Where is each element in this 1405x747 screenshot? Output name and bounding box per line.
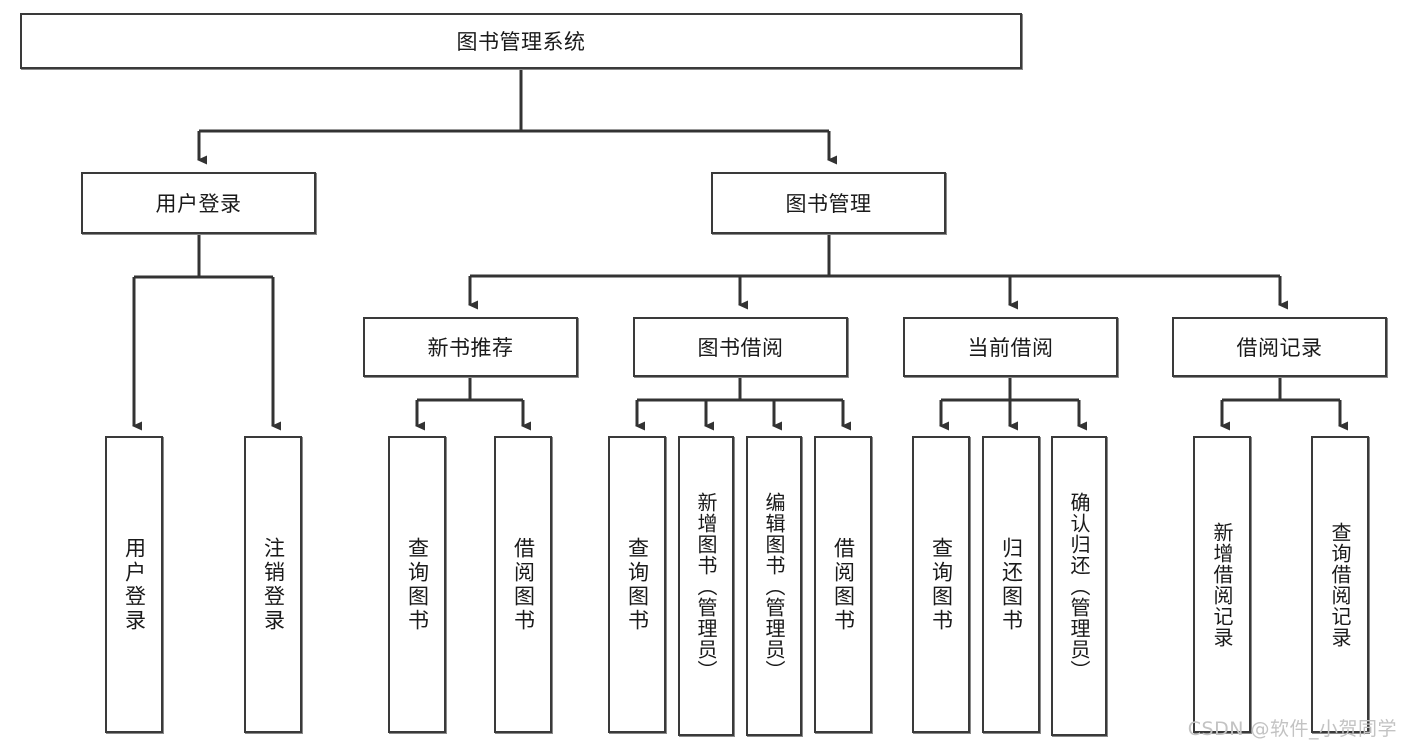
node-label: 新书推荐 bbox=[427, 336, 514, 360]
node-user-login[interactable]: 用户登录 bbox=[81, 172, 316, 234]
node-label: 归还图书 bbox=[999, 536, 1024, 633]
leaf-borrow-borrow-book[interactable]: 借阅图书 bbox=[814, 436, 872, 733]
watermark-text: CSDN @软件_小贺同学 bbox=[1187, 718, 1397, 740]
node-book-management[interactable]: 图书管理 bbox=[711, 172, 946, 234]
node-label: 图书管理系统 bbox=[456, 30, 586, 54]
node-label: 新增图书（管理员） bbox=[694, 491, 718, 681]
leaf-borrow-add-book-admin[interactable]: 新增图书（管理员） bbox=[678, 436, 734, 736]
leaf-current-query-book[interactable]: 查询图书 bbox=[912, 436, 970, 733]
node-label: 当前借阅 bbox=[967, 336, 1054, 360]
leaf-current-return-book[interactable]: 归还图书 bbox=[982, 436, 1040, 733]
node-label: 查询图书 bbox=[929, 536, 954, 633]
node-label: 新增借阅记录 bbox=[1210, 521, 1234, 648]
node-label: 注销登录 bbox=[261, 536, 286, 633]
leaf-borrow-edit-book-admin[interactable]: 编辑图书（管理员） bbox=[746, 436, 802, 736]
node-label: 图书借阅 bbox=[697, 336, 784, 360]
node-label: 图书管理 bbox=[785, 192, 872, 216]
node-label: 查询图书 bbox=[625, 536, 650, 633]
node-label: 用户登录 bbox=[155, 192, 242, 216]
leaf-recommend-borrow-book[interactable]: 借阅图书 bbox=[494, 436, 552, 733]
leaf-record-add-borrow-record[interactable]: 新增借阅记录 bbox=[1193, 436, 1251, 733]
node-label: 借阅图书 bbox=[831, 536, 856, 633]
node-book-borrow[interactable]: 图书借阅 bbox=[633, 317, 848, 377]
node-label: 确认归还（管理员） bbox=[1067, 491, 1091, 681]
leaf-logout-login[interactable]: 注销登录 bbox=[244, 436, 302, 733]
leaf-borrow-query-book[interactable]: 查询图书 bbox=[608, 436, 666, 733]
leaf-user-login[interactable]: 用户登录 bbox=[105, 436, 163, 733]
node-borrow-record[interactable]: 借阅记录 bbox=[1172, 317, 1387, 377]
node-label: 查询图书 bbox=[405, 536, 430, 633]
node-label: 借阅记录 bbox=[1236, 336, 1323, 360]
leaf-recommend-query-book[interactable]: 查询图书 bbox=[388, 436, 446, 733]
node-label: 用户登录 bbox=[122, 536, 147, 633]
node-label: 查询借阅记录 bbox=[1328, 521, 1352, 648]
node-new-book-recommend[interactable]: 新书推荐 bbox=[363, 317, 578, 377]
leaf-record-query-borrow-record[interactable]: 查询借阅记录 bbox=[1311, 436, 1369, 733]
node-current-borrow[interactable]: 当前借阅 bbox=[903, 317, 1118, 377]
node-label: 借阅图书 bbox=[511, 536, 536, 633]
node-root-system[interactable]: 图书管理系统 bbox=[20, 13, 1022, 69]
node-label: 编辑图书（管理员） bbox=[762, 491, 786, 681]
leaf-current-confirm-return-admin[interactable]: 确认归还（管理员） bbox=[1051, 436, 1107, 736]
